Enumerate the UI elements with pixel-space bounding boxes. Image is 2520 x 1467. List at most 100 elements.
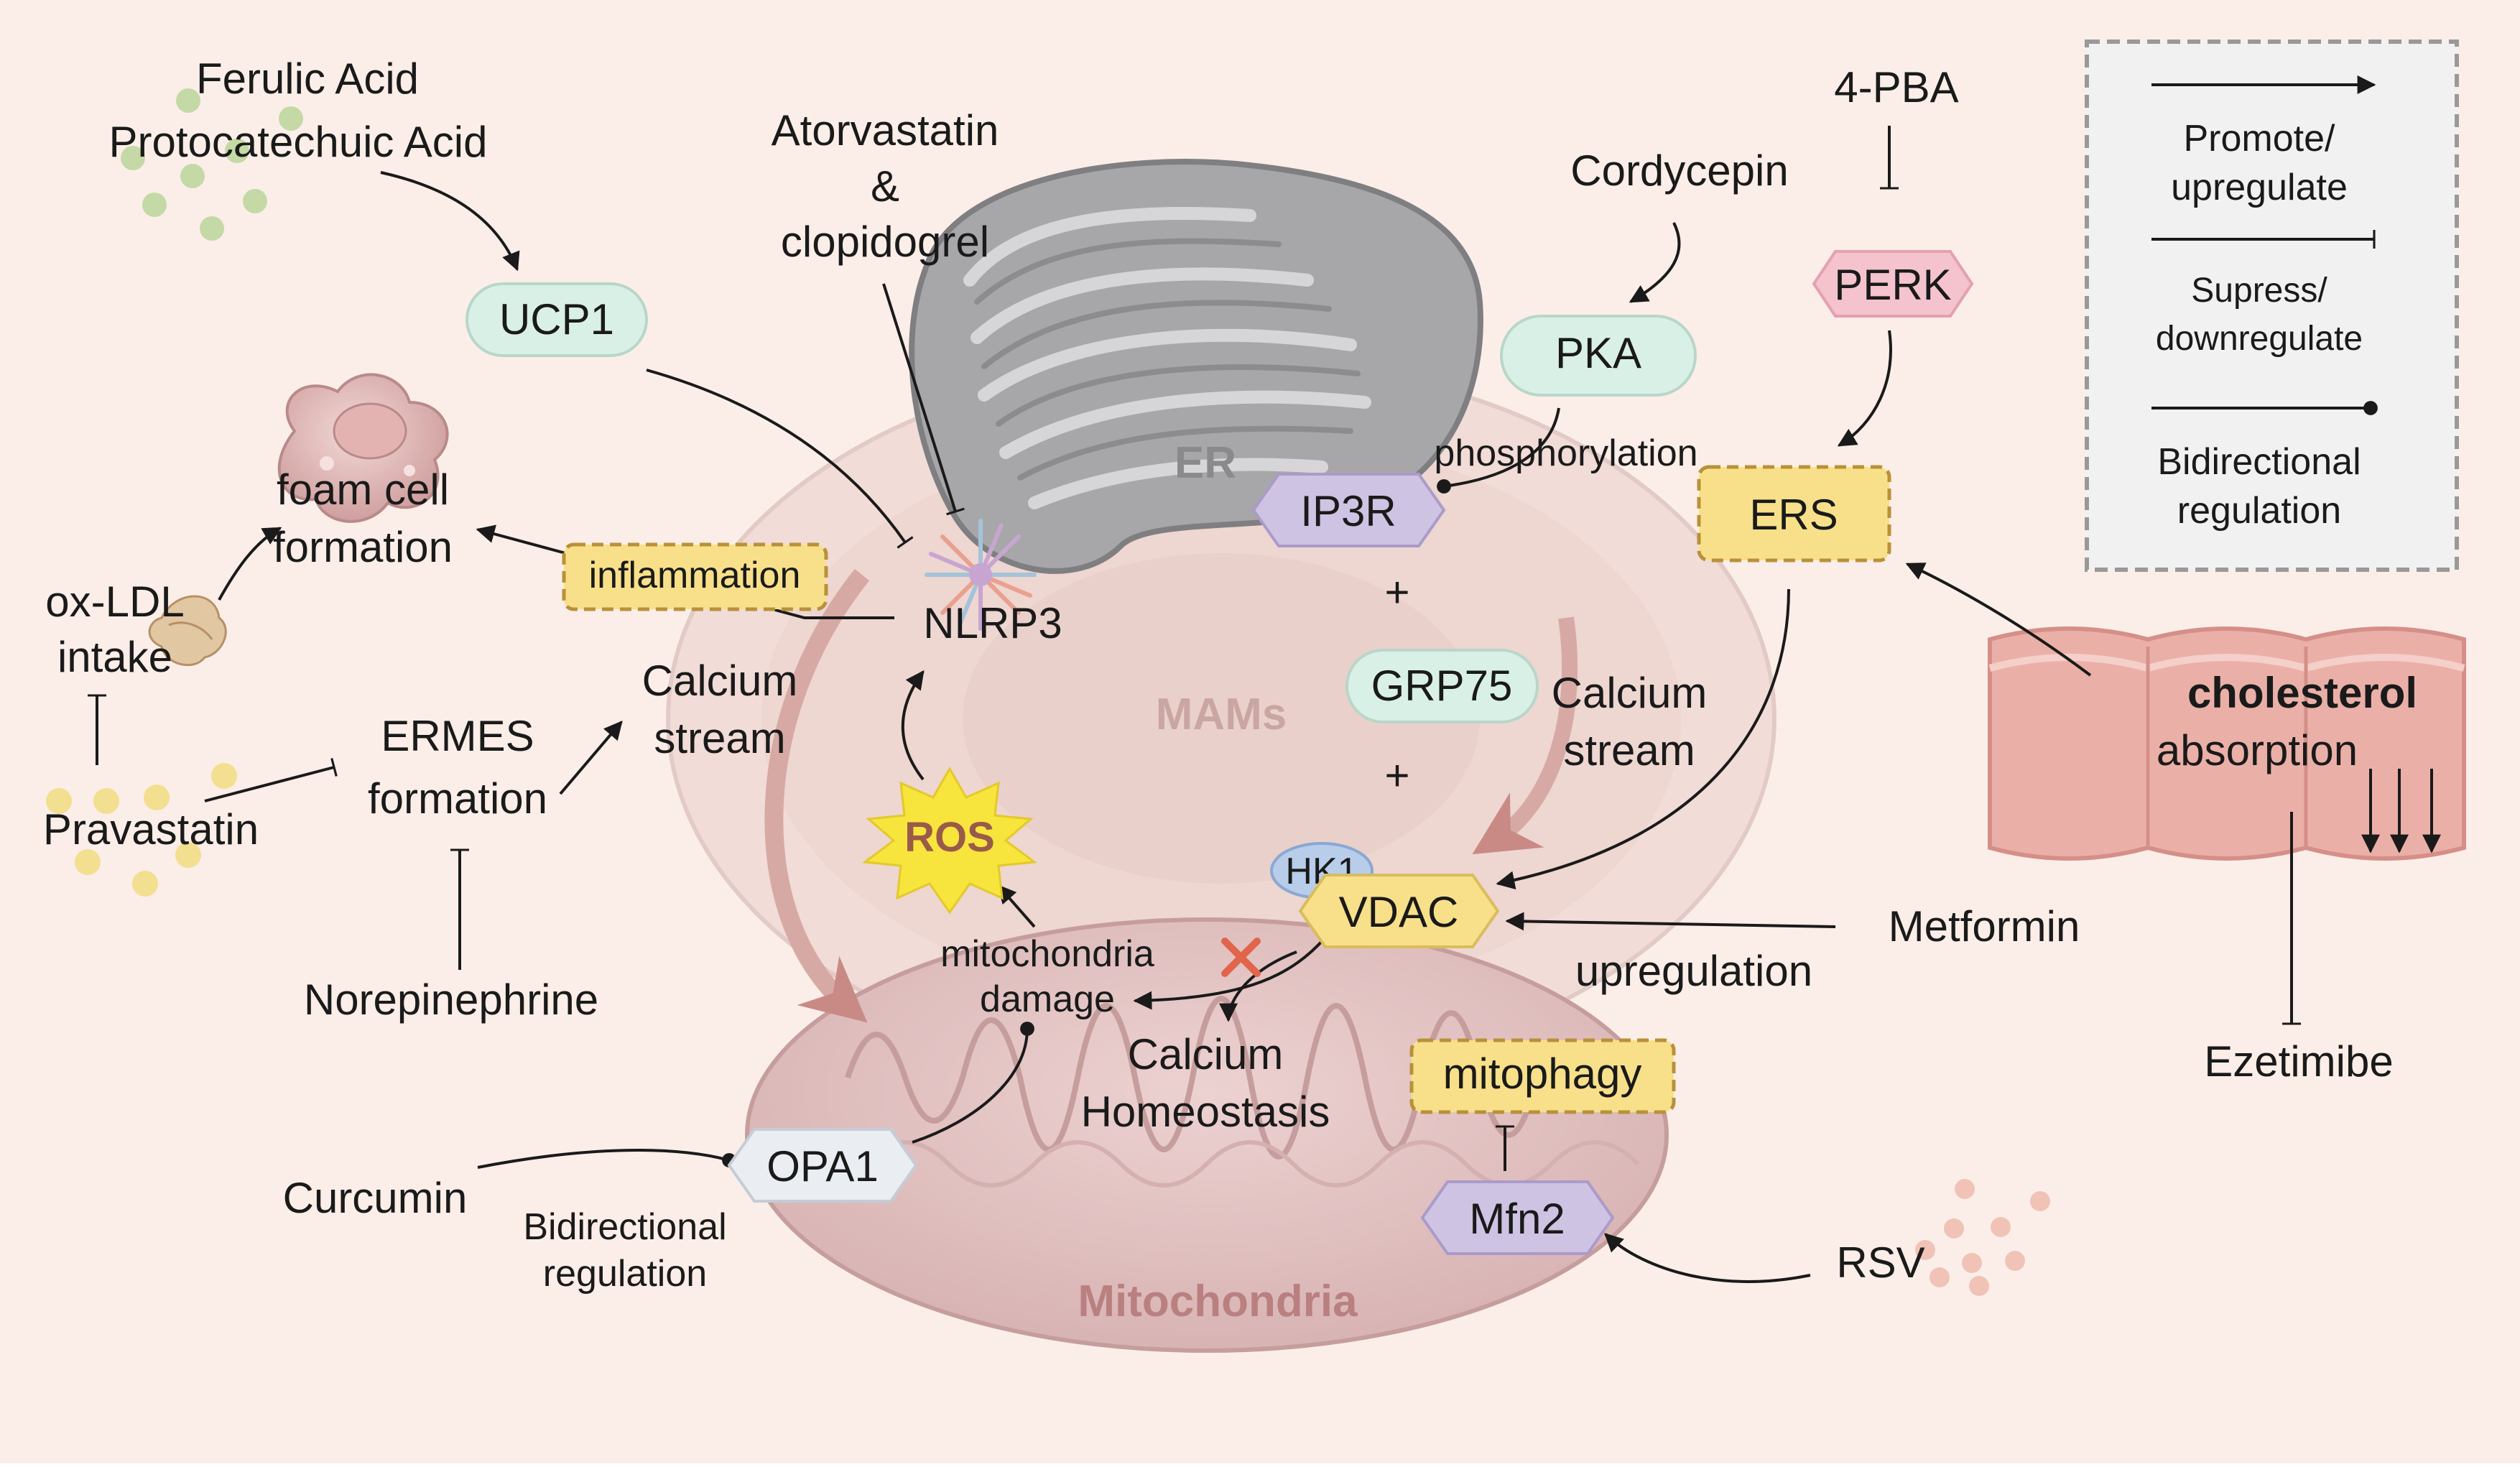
arrow-vdac-to-homeostasis xyxy=(1219,950,1297,1022)
label-ox-ldl-1: ox-LDL xyxy=(45,578,184,626)
label-calcium-stream-right-1: Calcium xyxy=(1552,669,1708,717)
arrow-vdac-to-damage xyxy=(1133,936,1327,1010)
label-calcium-stream-left-2: stream xyxy=(654,714,785,762)
label-foam-cell-2: formation xyxy=(273,523,453,571)
arrow-cordycepin-to-pka xyxy=(1629,222,1681,303)
rsv-dots xyxy=(1915,1179,2050,1296)
label-atorvastatin-3: clopidogrel xyxy=(781,218,989,266)
calcium-homeostasis-blocked-cross xyxy=(1221,938,1261,977)
box-inflammation: inflammation xyxy=(562,542,828,611)
arrow-ermes-to-calcium xyxy=(559,721,623,795)
vdac-label: VDAC xyxy=(1339,888,1459,936)
arrow-cholesterol-to-ers xyxy=(1905,563,2092,677)
legend-promote-label-1: Promote/ xyxy=(2184,118,2336,159)
label-calcium-stream-right-2: stream xyxy=(1563,726,1695,774)
legend-suppress-label-1: Supress/ xyxy=(2191,272,2327,310)
label-cordycepin: Cordycepin xyxy=(1570,147,1789,195)
arrow-perk-to-ers xyxy=(1837,330,1892,447)
label-ferulic-acid: Ferulic Acid xyxy=(196,55,419,103)
label-mitochondria: Mitochondria xyxy=(1078,1277,1358,1326)
arrow-ros-to-nlrp3 xyxy=(901,670,925,781)
ferulic-acid-dots xyxy=(121,88,303,241)
ucp1-label: UCP1 xyxy=(499,295,614,343)
label-plus-1: + xyxy=(1384,568,1409,616)
node-ros: ROS xyxy=(862,766,1037,915)
ros-label: ROS xyxy=(904,814,995,861)
label-phosphorylation: phosphorylation xyxy=(1434,432,1697,474)
label-cholesterol: cholesterol xyxy=(2187,669,2417,717)
pka-label: PKA xyxy=(1555,329,1641,377)
label-calcium-homeostasis-1: Calcium xyxy=(1128,1030,1284,1078)
legend-bidirectional-label-1: Bidirectional xyxy=(2157,441,2361,483)
label-atorvastatin-2: & xyxy=(871,162,899,210)
inflammation-label: inflammation xyxy=(589,555,801,596)
arrow-rsv-to-mfn2 xyxy=(1604,1233,1811,1283)
node-opa1: OPA1 xyxy=(727,1128,918,1203)
grp75-label: GRP75 xyxy=(1371,662,1513,710)
arrow-oxldl-to-foam-cell xyxy=(218,527,282,601)
label-er: ER xyxy=(1175,438,1236,488)
bidirectional-pka-to-ip3r xyxy=(1437,407,1560,494)
label-mams: MAMs xyxy=(1156,690,1287,739)
nlrp3-inflammasome-icon xyxy=(925,519,1037,631)
label-calcium-stream-left-1: Calcium xyxy=(642,657,798,705)
node-mfn2: Mfn2 xyxy=(1420,1180,1615,1255)
arrow-acids-to-ucp1 xyxy=(380,171,520,272)
label-ermes-1: ERMES xyxy=(381,712,534,760)
label-calcium-homeostasis-2: Homeostasis xyxy=(1081,1088,1330,1136)
label-ermes-2: formation xyxy=(368,774,547,823)
label-rsv: RSV xyxy=(1836,1239,1924,1287)
label-plus-2: + xyxy=(1384,751,1409,800)
label-mito-damage-1: mitochondria xyxy=(940,933,1154,975)
mfn2-label: Mfn2 xyxy=(1469,1195,1565,1243)
label-atorvastatin-1: Atorvastatin xyxy=(772,106,999,154)
foam-cell-icon xyxy=(277,373,449,523)
intestine-illustration xyxy=(1988,626,2466,861)
perk-label: PERK xyxy=(1834,261,1951,309)
label-bidirectional-1: Bidirectional xyxy=(523,1206,726,1248)
legend-bidirectional-label-2: regulation xyxy=(2177,490,2341,532)
mitophagy-label: mitophagy xyxy=(1443,1050,1642,1098)
legend-suppress-label-2: downregulate xyxy=(2156,320,2363,358)
label-4-pba: 4-PBA xyxy=(1834,63,1958,111)
arrow-metformin-to-vdac xyxy=(1505,912,1836,931)
label-protocatechuic-acid: Protocatechuic Acid xyxy=(109,118,488,166)
opa1-label: OPA1 xyxy=(766,1142,879,1190)
inhibit-atorvastatin-to-nlrp3 xyxy=(882,283,965,516)
bidirectional-curcumin-to-opa1 xyxy=(477,1149,736,1169)
calcium-flow-right-arrow xyxy=(1472,616,1578,855)
node-pka: PKA xyxy=(1500,315,1697,397)
node-perk: PERK xyxy=(1812,250,1974,318)
legend: Promote/ upregulate Supress/ downregulat… xyxy=(2085,40,2459,572)
label-ox-ldl-2: intake xyxy=(57,633,172,681)
node-ip3r: IP3R xyxy=(1251,473,1446,547)
node-grp75: GRP75 xyxy=(1345,649,1539,723)
box-ers: ERS xyxy=(1697,465,1891,563)
inhibit-pravastatin-to-ermes xyxy=(204,758,338,802)
node-vdac: VDAC xyxy=(1298,874,1500,948)
label-ezetimibe: Ezetimibe xyxy=(2204,1037,2393,1086)
label-norepinephrine: Norepinephrine xyxy=(304,976,598,1024)
inhibit-ucp1-to-nlrp3 xyxy=(646,369,914,549)
arrow-ers-to-vdac xyxy=(1496,588,1790,890)
label-nlrp3: NLRP3 xyxy=(923,599,1062,647)
label-pravastatin: Pravastatin xyxy=(43,805,259,853)
label-metformin: Metformin xyxy=(1889,902,2080,950)
ip3r-label: IP3R xyxy=(1300,487,1396,535)
label-curcumin: Curcumin xyxy=(283,1174,468,1222)
legend-promote-label-2: upregulate xyxy=(2171,167,2348,208)
label-foam-cell-1: foam cell xyxy=(277,466,449,514)
ers-label: ERS xyxy=(1749,491,1838,539)
label-upregulation: upregulation xyxy=(1575,947,1812,995)
node-ucp1: UCP1 xyxy=(465,282,648,357)
pravastatin-dots xyxy=(46,763,237,897)
bidirectional-opa1-to-damage xyxy=(912,1022,1034,1144)
ox-ldl-icon xyxy=(148,595,227,667)
label-bidirectional-2: regulation xyxy=(543,1253,707,1295)
box-mitophagy: mitophagy xyxy=(1409,1038,1676,1114)
label-absorption: absorption xyxy=(2157,726,2358,774)
calcium-flow-left-arrow xyxy=(764,568,870,1023)
arrow-damage-to-ros xyxy=(997,884,1036,928)
